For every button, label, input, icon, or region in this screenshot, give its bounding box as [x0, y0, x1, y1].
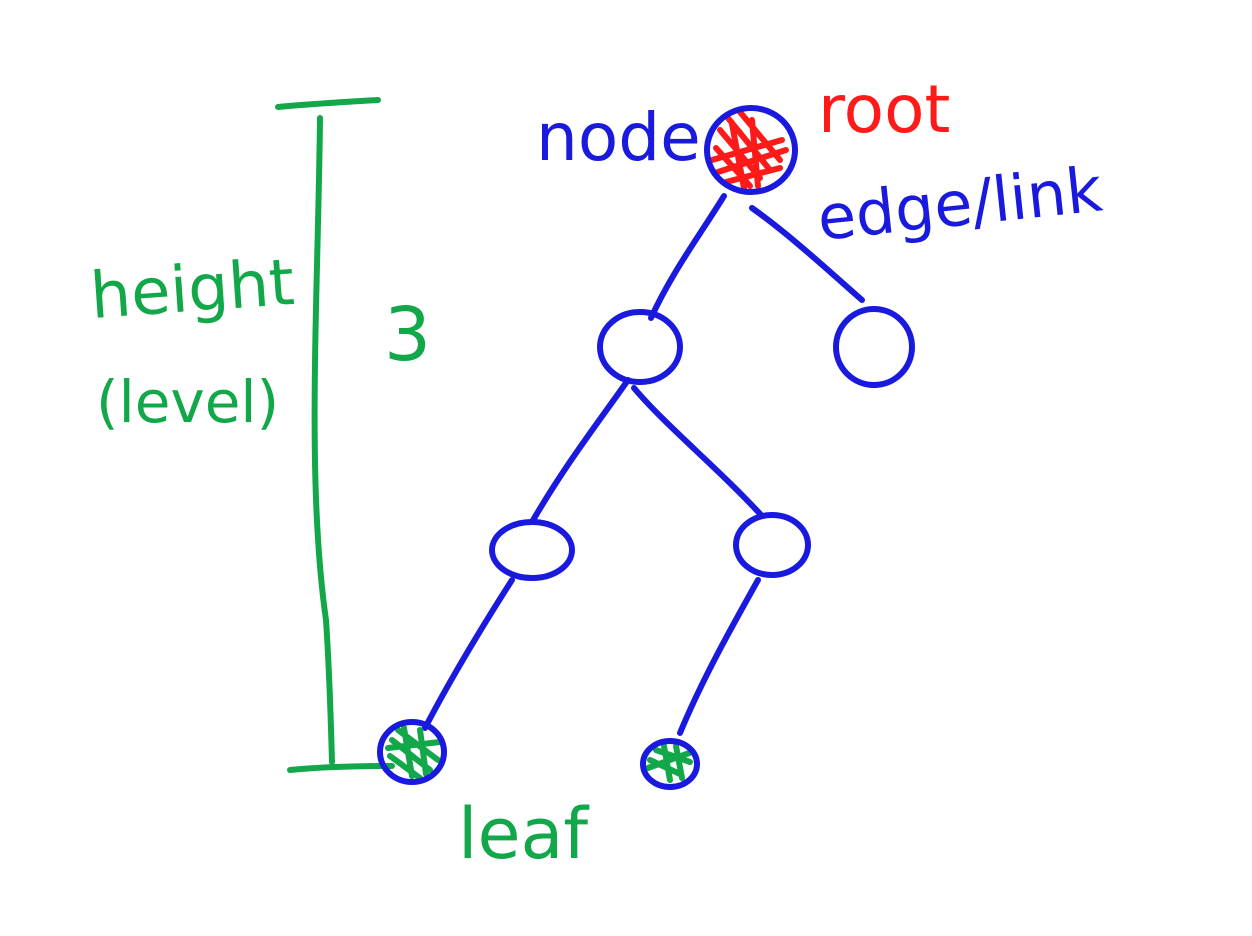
- label-leaf: leaf: [458, 793, 589, 875]
- edge-root-right: [749, 205, 865, 303]
- label-node: node: [536, 99, 701, 176]
- label-root: root: [818, 71, 950, 148]
- root-node: [704, 105, 798, 195]
- height-bracket-line: [311, 115, 335, 765]
- leaf-node-left-circle: [377, 719, 447, 785]
- node-right: [833, 306, 915, 388]
- node-left-right: [733, 512, 811, 578]
- node-left-left: [489, 519, 575, 581]
- tree-edges: [422, 193, 865, 736]
- label-level: (level): [96, 368, 279, 436]
- height-bracket-bottom: [287, 763, 395, 773]
- tree-nodes: [377, 105, 915, 790]
- label-edge: edge/link: [814, 152, 1106, 254]
- leaf-node-right: [640, 738, 700, 790]
- label-height-value: 3: [384, 292, 431, 378]
- leaf-node-left: [377, 719, 447, 785]
- edge-left-leftchild: [529, 377, 631, 525]
- edge-root-left: [648, 193, 727, 321]
- edge-ll-leaf: [422, 577, 515, 731]
- root-fill: [709, 109, 789, 191]
- height-bracket-top: [275, 97, 381, 110]
- leaf-left-fill: [385, 725, 443, 781]
- leaf-node-right-circle: [640, 738, 700, 790]
- root-node-circle: [704, 105, 798, 195]
- height-bracket: [275, 97, 395, 773]
- edge-left-rightchild: [631, 385, 765, 519]
- edge-lr-leaf: [677, 577, 761, 736]
- leaf-right-fill: [645, 743, 695, 783]
- label-height: height: [88, 246, 297, 334]
- node-left: [597, 309, 683, 385]
